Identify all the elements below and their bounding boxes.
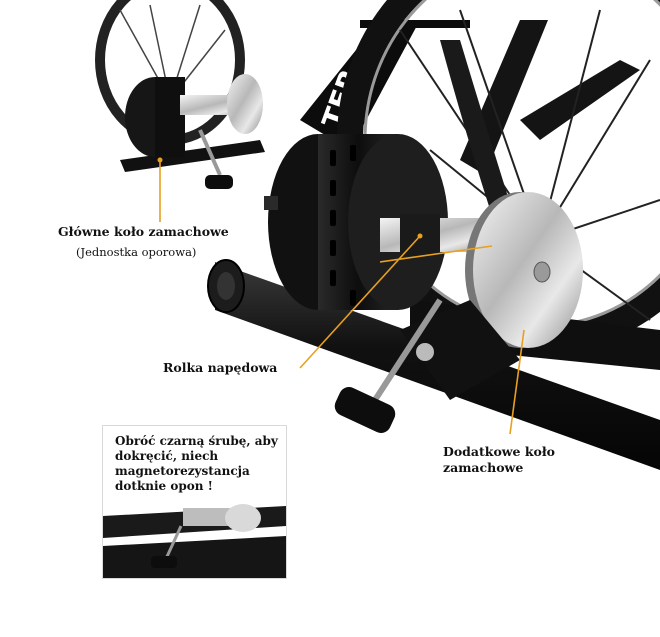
instruction-line2: dokręcić, niech [115,449,219,463]
instruction-inset-photo [103,504,286,578]
tension-knob [334,298,520,433]
instruction-text: Obróć czarną śrubę, aby dokręcić, niech … [115,434,280,494]
tire-tread [440,40,520,240]
instruction-line1: Obróć czarną śrubę, aby [115,434,278,448]
extra-flywheel-label: Dodatkowe koło zamachowe [443,444,555,476]
flywheel-detail-inset [95,0,265,189]
main-flywheel-label: Główne koło zamachowe [58,224,229,239]
extra-flywheel-label-line2: zamachowe [443,460,524,475]
instruction-inset: Obróć czarną śrubę, aby dokręcić, niech … [102,425,287,579]
instruction-line3: magnetorezystancja [115,464,250,478]
pointer-drive-roller [299,235,421,369]
extra-flywheel-label-line1: Dodatkowe koło [443,444,555,459]
instruction-line4: dotknie opon ! [115,479,213,493]
pointer-lines [159,160,525,435]
pointer-roller-axle [379,245,493,263]
pointer-extra-flywheel [509,329,525,435]
extra-flywheel [465,192,583,348]
main-flywheel-sublabel: (Jednostka oporowa) [76,245,197,259]
drive-roller-label: Rolka napędowa [163,360,278,375]
